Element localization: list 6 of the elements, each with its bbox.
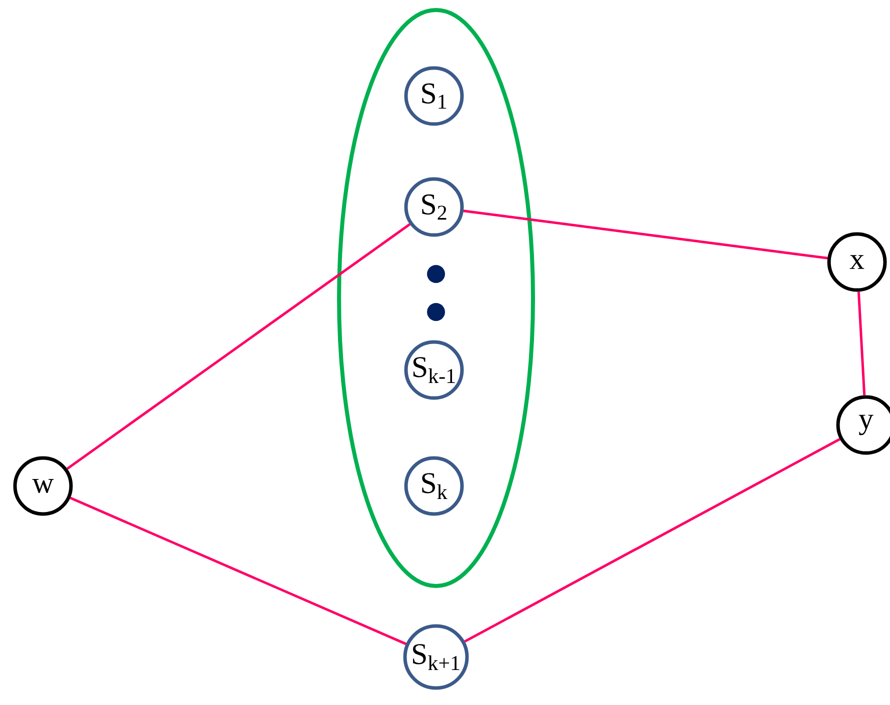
edge-line [857, 292, 866, 396]
edge-line [66, 223, 411, 470]
edge-line [70, 496, 406, 646]
edge-line [463, 210, 828, 260]
edge-line [464, 438, 840, 643]
group-ellipse [337, 8, 535, 588]
